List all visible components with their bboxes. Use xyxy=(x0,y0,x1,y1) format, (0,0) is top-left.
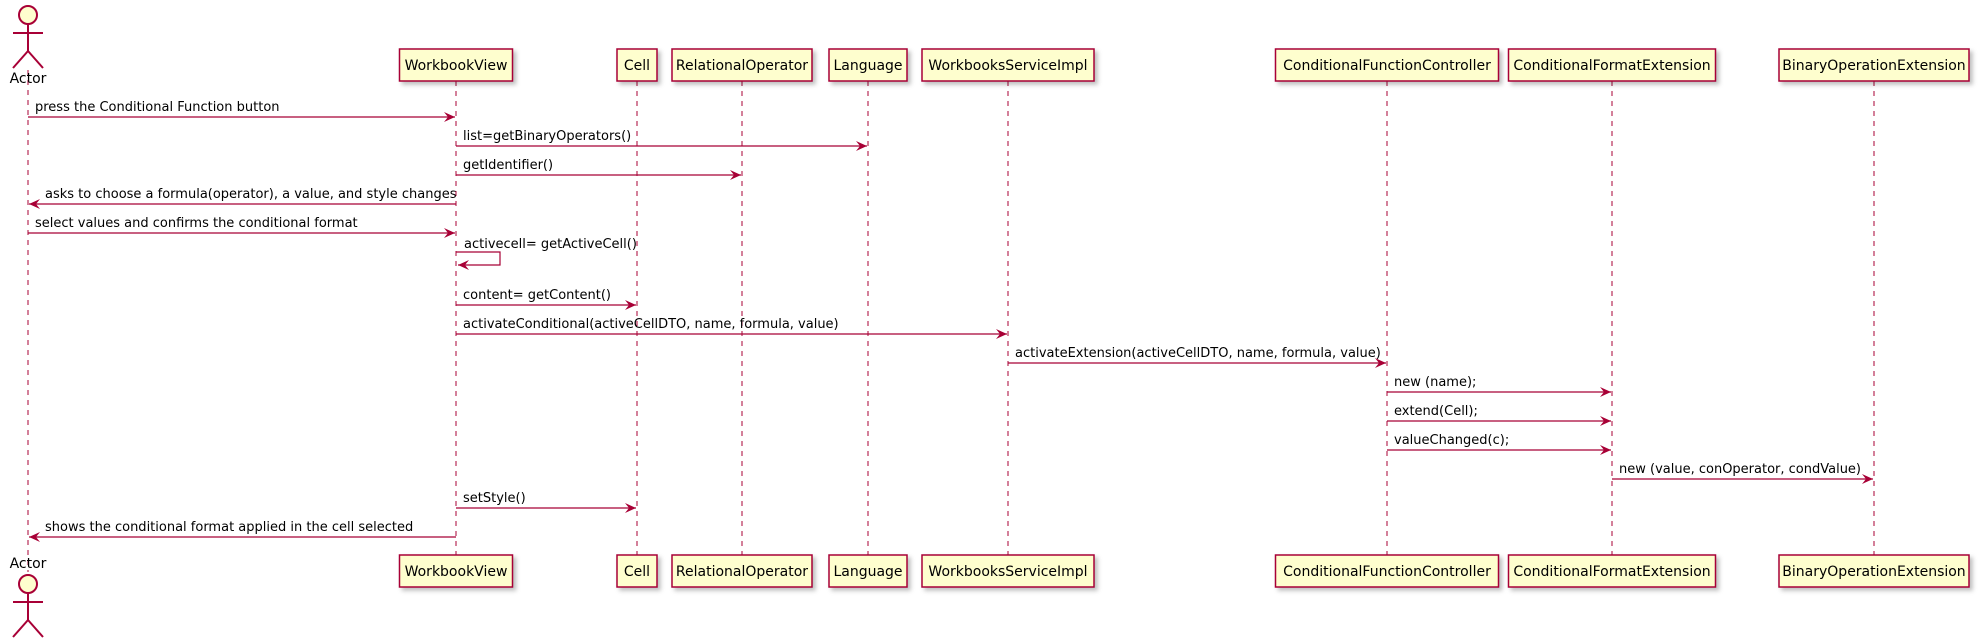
participant-conditional-format-extension-bottom: ConditionalFormatExtension xyxy=(1507,554,1717,588)
participant-binary-operation-extension-top: BinaryOperationExtension xyxy=(1778,48,1970,82)
participant-label: ConditionalFunctionController xyxy=(1283,58,1491,74)
participant-language-bottom: Language xyxy=(828,554,908,588)
message-label: activateConditional(activeCellDTO, name,… xyxy=(463,317,839,332)
message-label: list=getBinaryOperators() xyxy=(463,129,631,144)
participant-cell-bottom: Cell xyxy=(616,554,658,588)
message-15: shows the conditional format applied in … xyxy=(29,520,456,542)
message-label: setStyle() xyxy=(463,491,526,506)
message-label: select values and confirms the condition… xyxy=(35,216,358,231)
participant-label: Language xyxy=(833,58,902,74)
participant-language-top: Language xyxy=(828,48,908,82)
actor-bottom: Actor xyxy=(10,556,47,638)
participant-conditional-function-controller-top: ConditionalFunctionController xyxy=(1274,48,1500,82)
actor-label: Actor xyxy=(10,71,47,87)
participant-workbook-view-top: WorkbookView xyxy=(398,48,514,82)
message-label: new (value, conOperator, condValue) xyxy=(1619,462,1861,477)
stick-figure-actor-icon xyxy=(12,574,44,638)
participant-label: WorkbookView xyxy=(405,58,508,74)
message-label: extend(Cell); xyxy=(1394,404,1478,419)
participant-label: ConditionalFunctionController xyxy=(1283,564,1491,580)
message-5: select values and confirms the condition… xyxy=(28,216,455,238)
actor-label: Actor xyxy=(10,556,47,572)
message-1: press the Conditional Function button xyxy=(28,100,455,122)
message-14: setStyle() xyxy=(456,491,636,513)
participant-workbook-view-bottom: WorkbookView xyxy=(398,554,514,588)
message-label: press the Conditional Function button xyxy=(35,100,280,115)
participant-workbooks-service-impl-bottom: WorkbooksServiceImpl xyxy=(921,554,1095,588)
participant-conditional-function-controller-bottom: ConditionalFunctionController xyxy=(1274,554,1500,588)
message-2: list=getBinaryOperators() xyxy=(456,129,867,151)
participant-workbooks-service-impl-top: WorkbooksServiceImpl xyxy=(921,48,1095,82)
participant-label: Cell xyxy=(624,564,650,580)
participant-label: WorkbookView xyxy=(405,564,508,580)
participant-relational-operator-bottom: RelationalOperator xyxy=(671,554,813,588)
message-4: asks to choose a formula(operator), a va… xyxy=(29,187,457,209)
participant-label: ConditionalFormatExtension xyxy=(1513,564,1710,580)
message-13: new (value, conOperator, condValue) xyxy=(1612,462,1873,484)
message-label: valueChanged(c); xyxy=(1394,433,1509,448)
message-label: content= getContent() xyxy=(463,288,611,303)
participant-label: ConditionalFormatExtension xyxy=(1513,58,1710,74)
participant-relational-operator-top: RelationalOperator xyxy=(671,48,813,82)
message-10: new (name); xyxy=(1387,375,1611,397)
message-9: activateExtension(activeCellDTO, name, f… xyxy=(1008,346,1386,368)
message-11: extend(Cell); xyxy=(1387,404,1611,426)
participant-label: BinaryOperationExtension xyxy=(1782,58,1965,74)
message-6: activecell= getActiveCell() xyxy=(456,237,637,270)
message-7: content= getContent() xyxy=(456,288,636,310)
participant-label: RelationalOperator xyxy=(676,564,808,580)
message-12: valueChanged(c); xyxy=(1387,433,1611,455)
participant-label: BinaryOperationExtension xyxy=(1782,564,1965,580)
self-message-arrow xyxy=(456,251,501,270)
message-3: getIdentifier() xyxy=(456,158,741,180)
message-label: activecell= getActiveCell() xyxy=(464,237,637,252)
participant-label: RelationalOperator xyxy=(676,58,808,74)
participant-label: Cell xyxy=(624,58,650,74)
message-label: activateExtension(activeCellDTO, name, f… xyxy=(1015,346,1381,361)
message-label: asks to choose a formula(operator), a va… xyxy=(45,187,457,202)
message-label: shows the conditional format applied in … xyxy=(45,520,413,535)
participant-binary-operation-extension-bottom: BinaryOperationExtension xyxy=(1778,554,1970,588)
actor-top: Actor xyxy=(10,5,47,87)
stick-figure-actor-icon xyxy=(12,5,44,69)
message-8: activateConditional(activeCellDTO, name,… xyxy=(456,317,1007,339)
participant-label: WorkbooksServiceImpl xyxy=(928,564,1087,580)
participant-conditional-format-extension-top: ConditionalFormatExtension xyxy=(1507,48,1717,82)
participant-label: WorkbooksServiceImpl xyxy=(928,58,1087,74)
message-label: getIdentifier() xyxy=(463,158,553,173)
message-label: new (name); xyxy=(1394,375,1476,390)
participant-cell-top: Cell xyxy=(616,48,658,82)
participant-label: Language xyxy=(833,564,902,580)
